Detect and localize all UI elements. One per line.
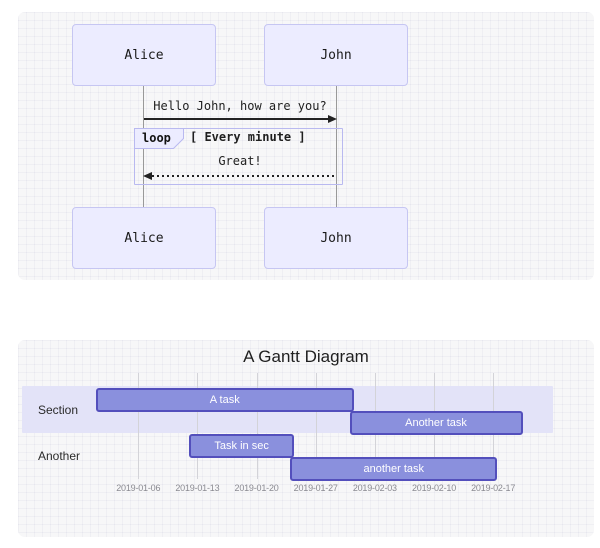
actor-label-alice: Alice [124, 47, 164, 63]
gantt-task-label: Another task [405, 417, 467, 429]
message-text: Hello John, how are you? [153, 99, 327, 113]
loop-box: loop [134, 128, 343, 185]
gantt-gridline [315, 373, 317, 479]
actor-box-john-top: John [264, 24, 408, 86]
loop-label-tab [134, 128, 184, 149]
gantt-task-bar: Another task [349, 411, 523, 435]
actor-label-alice-bottom: Alice [124, 230, 164, 246]
actor-box-alice-bottom: Alice [72, 207, 216, 269]
gantt-task-label: another task [363, 463, 425, 475]
axis-tick-label: 2019-01-13 [175, 483, 220, 493]
actor-box-alice-top: Alice [72, 24, 216, 86]
loop-keyword-label: loop [142, 131, 171, 145]
reply-arrow-line [152, 175, 337, 177]
gantt-task-bar: A task [96, 388, 354, 412]
gantt-gridline [256, 373, 258, 479]
actor-label-john-bottom: John [320, 230, 352, 246]
section-label: Section [38, 402, 79, 417]
message-arrow-line [144, 118, 329, 120]
reply-text: Great! [218, 154, 262, 168]
axis-tick-label: 2019-01-20 [234, 483, 279, 493]
actor-label-john: John [320, 47, 352, 63]
axis-tick-label: 2019-02-17 [471, 483, 516, 493]
gantt-task-bar: another task [290, 457, 498, 481]
axis-tick-label: 2019-02-10 [411, 483, 457, 493]
gantt-task-label: Task in sec [214, 440, 269, 452]
gantt-gridline [197, 373, 199, 479]
axis-tick-label: 2019-01-06 [116, 483, 161, 493]
axis-tick-label: 2019-01-27 [293, 483, 338, 493]
gantt-title: A Gantt Diagram [243, 347, 369, 366]
section-label: Another [38, 448, 81, 463]
gantt-task-bar: Task in sec [188, 434, 295, 458]
gantt-task-label: A task [209, 394, 240, 406]
actor-box-john-bottom: John [264, 207, 408, 269]
loop-condition-text: [ Every minute ] [190, 130, 306, 144]
arrowhead-left-icon [143, 172, 152, 180]
gantt-gridline [138, 373, 140, 479]
sequence-diagram-panel: Alice John Hello John, how are you? loop… [18, 12, 594, 280]
lifeline-john [336, 86, 337, 207]
arrowhead-right-icon [328, 115, 337, 123]
axis-tick-label: 2019-02-03 [352, 483, 397, 493]
